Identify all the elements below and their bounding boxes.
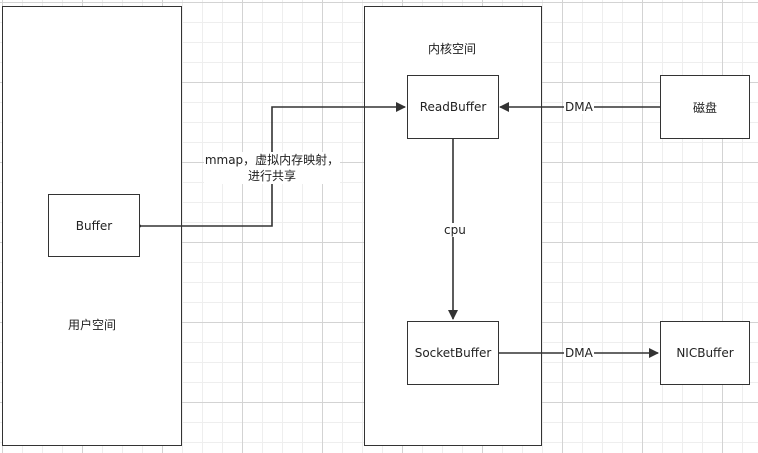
- mmap-label: mmap，虚拟内存映射， 进行共享: [204, 152, 340, 184]
- kernel-space-label: 内核空间: [428, 42, 477, 56]
- buffer-node: Buffer: [48, 194, 140, 257]
- dma-nic-label: DMA: [564, 346, 594, 360]
- socket-buffer-node: SocketBuffer: [407, 321, 499, 385]
- buffer-label: Buffer: [75, 218, 113, 233]
- cpu-label: cpu: [443, 223, 467, 237]
- read-buffer-node: ReadBuffer: [407, 75, 499, 139]
- disk-label: 磁盘: [692, 100, 717, 115]
- dma-disk-label: DMA: [564, 100, 594, 114]
- mmap-label-line1: mmap，虚拟内存映射，: [204, 153, 340, 167]
- socket-buffer-label: SocketBuffer: [414, 346, 492, 360]
- nic-buffer-node: NICBuffer: [660, 321, 750, 385]
- mmap-label-line2: 进行共享: [247, 169, 296, 183]
- user-space-label: 用户空间: [68, 318, 117, 332]
- read-buffer-label: ReadBuffer: [419, 100, 487, 114]
- nic-buffer-label: NICBuffer: [676, 346, 734, 360]
- disk-node: 磁盘: [660, 75, 750, 139]
